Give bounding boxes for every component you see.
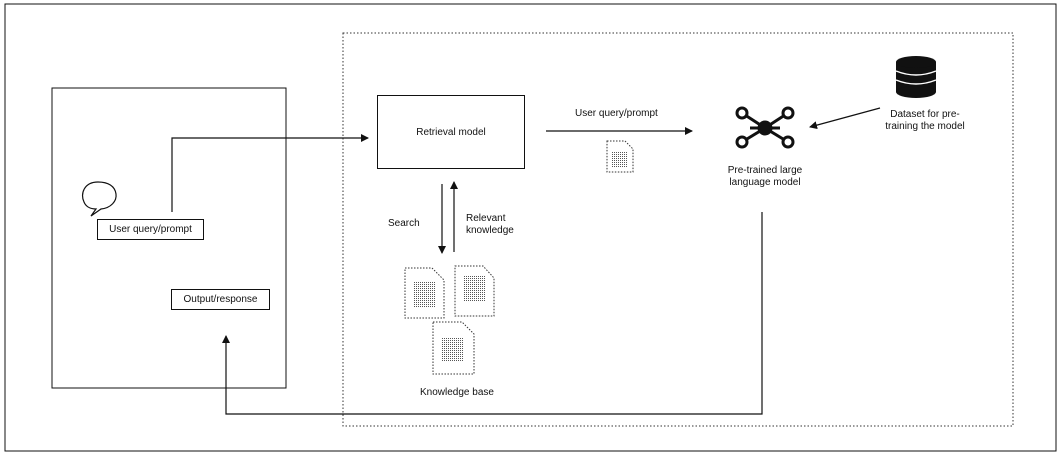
user-panel — [51, 87, 287, 389]
llm-label-line-2: language model — [729, 177, 801, 188]
system-boundary — [342, 32, 1014, 427]
query-to-retrieval-arrow — [171, 134, 369, 212]
outer-frame — [4, 3, 1057, 452]
llm-label-line-1: Pre-trained large — [727, 165, 803, 176]
database-icon — [895, 56, 937, 98]
dataset-label: Dataset for pre- training the model — [870, 109, 980, 133]
dataset-label-line-1: Dataset for pre- — [890, 109, 960, 120]
retrieval-model-box: Retrieval model — [377, 95, 525, 169]
relevant-knowledge-line-1: Relevant — [466, 213, 506, 224]
speech-bubble-icon — [81, 181, 117, 217]
relevant-knowledge-label: Relevant knowledge — [466, 213, 526, 237]
document-icon — [606, 140, 634, 173]
llm-query-arrow-label: User query/prompt — [575, 108, 658, 119]
user-query-label: User query/prompt — [109, 224, 192, 235]
knowledge-base-document-icon — [454, 265, 495, 317]
retrieval-model-label: Retrieval model — [416, 126, 486, 138]
relevant-knowledge-line-2: knowledge — [466, 225, 514, 236]
dataset-label-line-2: training the model — [885, 121, 965, 132]
output-response-box: Output/response — [171, 289, 270, 310]
dataset-to-llm-arrow — [809, 107, 881, 130]
llm-to-output-arrow — [222, 212, 763, 415]
knowledge-base-document-icon — [432, 321, 475, 375]
knowledge-base-document-icon — [404, 267, 445, 319]
llm-label: Pre-trained large language model — [706, 165, 824, 189]
user-query-box: User query/prompt — [97, 219, 204, 240]
llm-network-icon — [735, 106, 795, 149]
knowledge-base-label: Knowledge base — [420, 387, 494, 398]
output-response-label: Output/response — [183, 294, 258, 305]
search-label: Search — [388, 218, 420, 229]
